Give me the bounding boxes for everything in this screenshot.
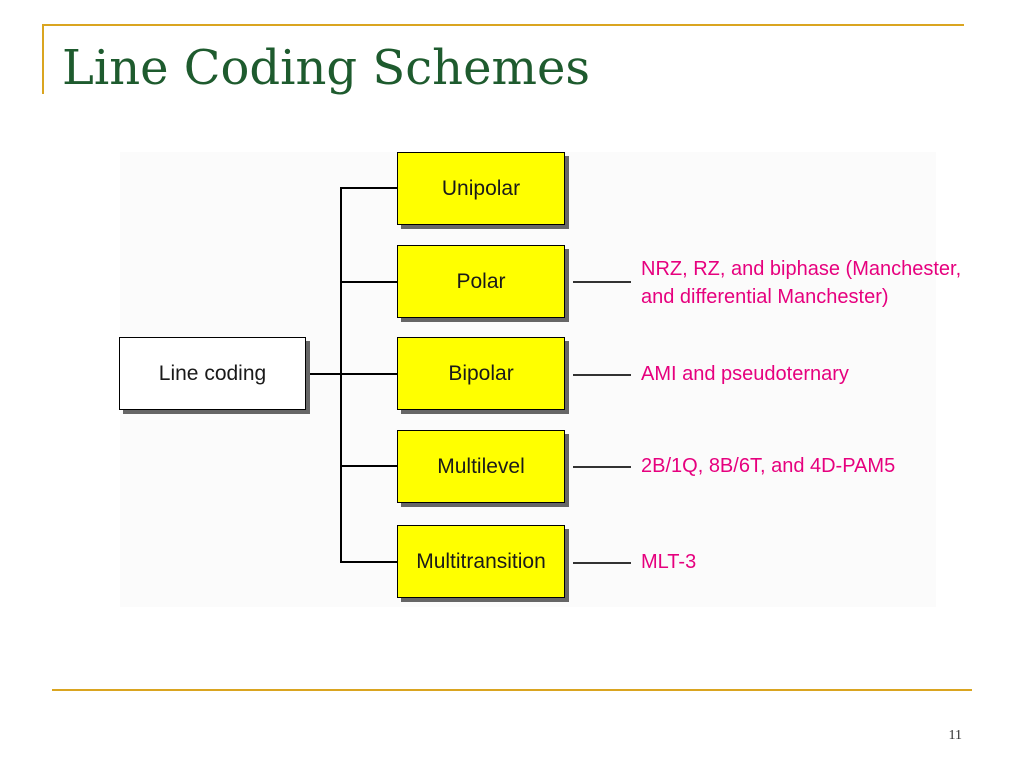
desc-connector-multilevel (573, 466, 631, 468)
branch-line-multitransition (340, 561, 398, 563)
scheme-description-multilevel: 2B/1Q, 8B/6T, and 4D-PAM5 (641, 455, 896, 477)
root-node-label: Line coding (158, 361, 267, 385)
scheme-description-multitransition: MLT-3 (641, 551, 697, 573)
branch-line-unipolar (340, 187, 398, 189)
desc-connector-bipolar (573, 374, 631, 376)
title-rule-left (42, 24, 44, 94)
scheme-node-polar: Polar (397, 245, 565, 318)
scheme-description-bipolar: AMI and pseudoternary (641, 363, 849, 385)
scheme-label-unipolar: Unipolar (441, 176, 521, 200)
scheme-label-polar: Polar (456, 269, 506, 293)
page-number: 11 (948, 728, 962, 743)
root-node-line-coding: Line coding (119, 337, 306, 410)
branch-line-multilevel (340, 465, 398, 467)
slide-title: Line Coding Schemes (62, 40, 591, 96)
desc-connector-polar (573, 281, 631, 283)
root-connector-line (289, 373, 341, 375)
scheme-description-polar-text: NRZ, RZ, and biphase (Manchester, and di… (641, 258, 962, 308)
scheme-node-multilevel: Multilevel (397, 430, 565, 503)
scheme-label-multilevel: Multilevel (437, 454, 525, 478)
footer-rule (52, 689, 972, 691)
scheme-label-multitransition: Multitransition (416, 549, 546, 573)
scheme-node-unipolar: Unipolar (397, 152, 565, 225)
desc-connector-multitransition (573, 562, 631, 564)
scheme-label-bipolar: Bipolar (448, 361, 514, 385)
scheme-node-bipolar: Bipolar (397, 337, 565, 410)
branch-line-polar (340, 281, 398, 283)
branch-line-bipolar (340, 373, 398, 375)
scheme-description-polar: NRZ, RZ, and biphase (Manchester, and di… (641, 255, 961, 311)
title-rule-top (42, 24, 964, 26)
scheme-node-multitransition: Multitransition (397, 525, 565, 598)
